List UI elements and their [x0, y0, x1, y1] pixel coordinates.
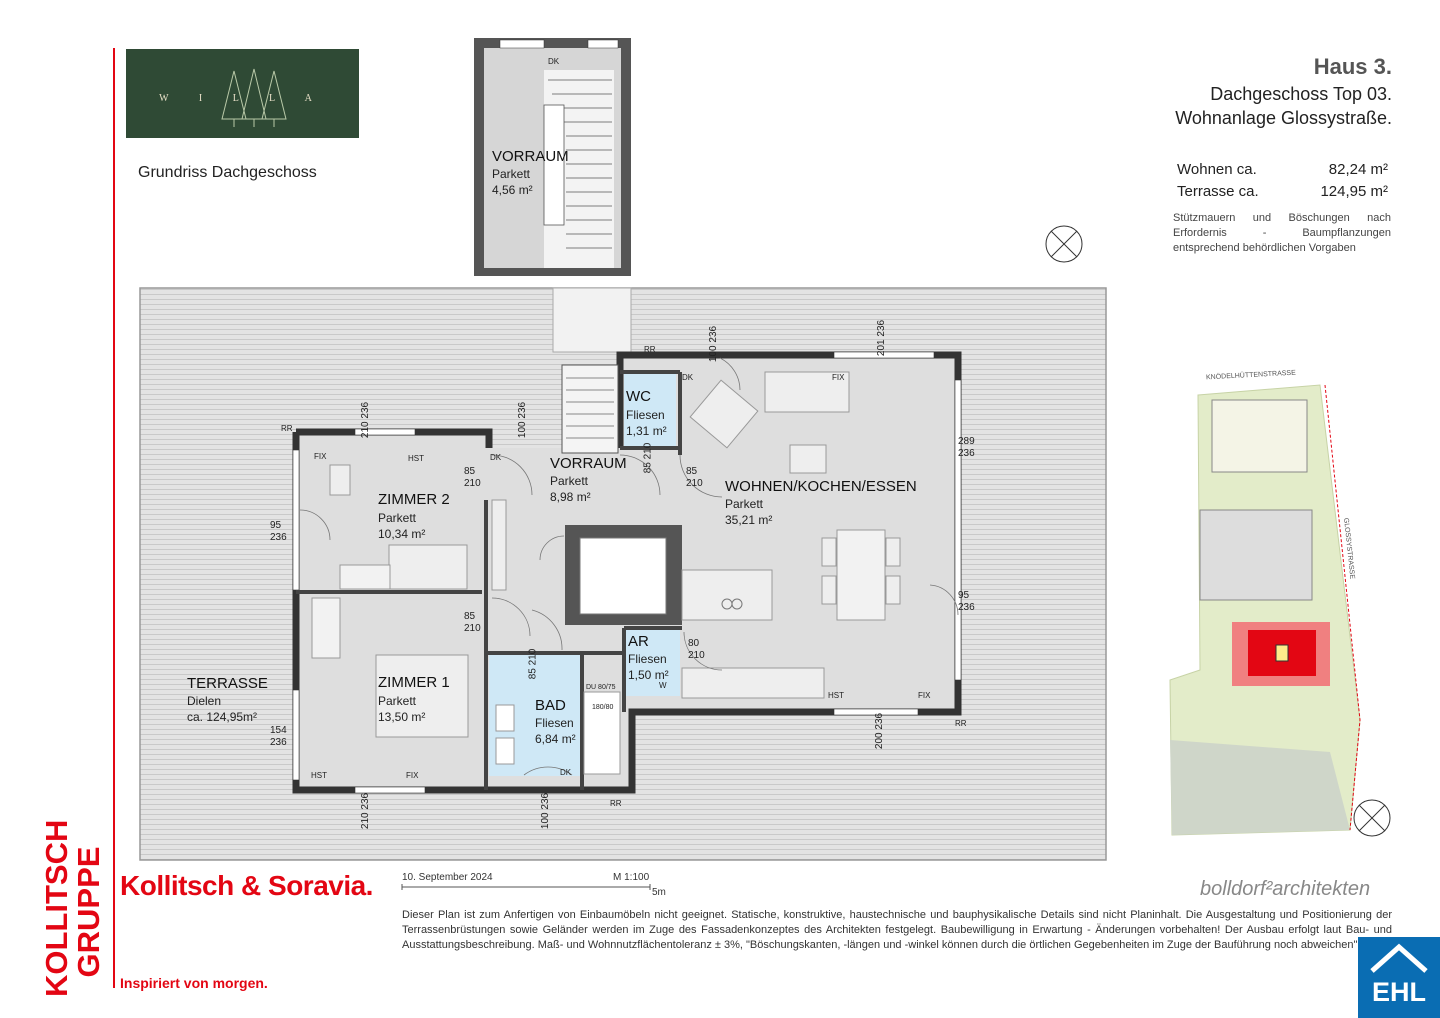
mark-dk-living: DK: [682, 373, 694, 382]
mark-hst-z1: HST: [311, 771, 327, 780]
room-bad-name: BAD: [535, 697, 566, 714]
complex-title: Wohnanlage Glossystraße.: [1175, 108, 1392, 128]
dim-210-236-top: 210 236: [360, 401, 372, 439]
house-icon: [1370, 943, 1428, 973]
company-slogan: Inspiriert von morgen.: [120, 975, 268, 991]
room-vorraum-floor: Parkett: [550, 474, 589, 488]
dim-210-236-bottom: 210 236: [360, 792, 372, 830]
brand-divider-line: [113, 48, 115, 988]
room-zimmer2-floor: Parkett: [378, 511, 417, 525]
scale-bar-label: 5m: [652, 887, 666, 898]
mark-w-ar: W: [659, 681, 667, 690]
logo-text: W I L L A: [159, 93, 326, 104]
mark-rr-3: RR: [955, 719, 967, 728]
plan-scale: M 1:100: [613, 872, 650, 883]
plan-title: Grundriss Dachgeschoss: [138, 164, 317, 181]
area-label-wohnen: Wohnen ca.: [1177, 161, 1257, 178]
room-ar-name: AR: [628, 633, 649, 650]
room-vorraum-top-name: VORRAUM: [492, 148, 569, 165]
room-zimmer2-name: ZIMMER 2: [378, 491, 450, 508]
mark-fix-living-2: FIX: [918, 691, 931, 700]
scale-bar: [401, 884, 651, 890]
ehl-logo: EHL: [1358, 937, 1440, 1018]
room-wohnen-area: 35,21 m²: [725, 513, 773, 527]
mark-rr-1: RR: [281, 424, 293, 433]
mark-dk-top: DK: [548, 57, 560, 66]
upper-floor-excerpt: [474, 38, 631, 276]
floor-title: Dachgeschoss Top 03.: [1210, 84, 1392, 104]
room-zimmer1-area: 13,50 m²: [378, 710, 426, 724]
area-value-terrasse: 124,95 m²: [1320, 183, 1388, 200]
site-north-arrow-icon: [1353, 799, 1391, 837]
dim-100-236-mid: 100 236: [517, 401, 529, 439]
disclaimer-text: Dieser Plan ist zum Anfertigen von Einba…: [402, 909, 1392, 951]
room-ar-floor: Fliesen: [628, 652, 667, 666]
willa-logo: W I L L A: [126, 49, 359, 138]
room-zimmer2-area: 10,34 m²: [378, 527, 426, 541]
room-vorraum-top-area: 4,56 m²: [492, 183, 533, 197]
room-wc-floor: Fliesen: [626, 408, 665, 422]
dim-200-236: 200 236: [874, 712, 886, 750]
apartment-plan: [292, 351, 962, 794]
room-wc-name: WC: [626, 388, 651, 405]
dim-100-236-bottom: 100 236: [540, 792, 552, 830]
plan-date: 10. September 2024: [402, 872, 493, 883]
mark-fix-z1: FIX: [406, 771, 419, 780]
site-plan: [1169, 384, 1361, 836]
room-bad-floor: Fliesen: [535, 716, 574, 730]
mark-du: DU 80/75: [586, 684, 616, 691]
dim-85-210-bad: 85 210: [527, 648, 539, 680]
mark-dk-bad: DK: [560, 768, 572, 777]
room-wohnen-name: WOHNEN/KOCHEN/ESSEN: [725, 478, 917, 495]
room-terrasse-area: ca. 124,95m²: [187, 710, 258, 724]
room-terrasse-name: TERRASSE: [187, 675, 268, 692]
room-vorraum-area: 8,98 m²: [550, 490, 591, 504]
mark-hst-living: HST: [828, 691, 844, 700]
room-vorraum-top-floor: Parkett: [492, 167, 531, 181]
dim-201-236: 201 236: [876, 319, 888, 357]
mark-fix-living: FIX: [832, 373, 845, 382]
room-ar-area: 1,50 m²: [628, 668, 669, 682]
room-vorraum-name: VORRAUM: [550, 455, 627, 472]
tree-logo-icon: [221, 68, 287, 127]
room-wc-area: 1,31 m²: [626, 424, 667, 438]
dim-100-236-top: 100 236: [708, 325, 720, 363]
house-title: Haus 3.: [1313, 54, 1392, 79]
terrain-note: Stützmauern und Böschungen nach Erforder…: [1173, 212, 1391, 254]
room-zimmer1-name: ZIMMER 1: [378, 674, 450, 691]
company-name: Kollitsch & Soravia.: [120, 870, 373, 901]
architect-name: bolldorf²architekten: [1200, 878, 1371, 900]
mark-rr-4: RR: [610, 799, 622, 808]
room-bad-area: 6,84 m²: [535, 732, 576, 746]
room-terrasse-floor: Dielen: [187, 694, 222, 708]
mark-dk-vorraum: DK: [490, 453, 502, 462]
room-zimmer1-floor: Parkett: [378, 694, 417, 708]
mark-hst-z2: HST: [408, 454, 424, 463]
kollitsch-gruppe-logo: KOLLITSCH GRUPPE: [39, 819, 106, 997]
mark-wanne: 180/80: [592, 704, 614, 711]
area-label-terrasse: Terrasse ca.: [1177, 183, 1259, 200]
mark-fix-z2: FIX: [314, 452, 327, 461]
room-wohnen-floor: Parkett: [725, 497, 764, 511]
area-value-wohnen: 82,24 m²: [1328, 161, 1388, 178]
dim-85-210-wc: 85 210: [642, 442, 654, 474]
north-arrow-icon: [1045, 225, 1083, 263]
mark-rr-2: RR: [644, 345, 656, 354]
